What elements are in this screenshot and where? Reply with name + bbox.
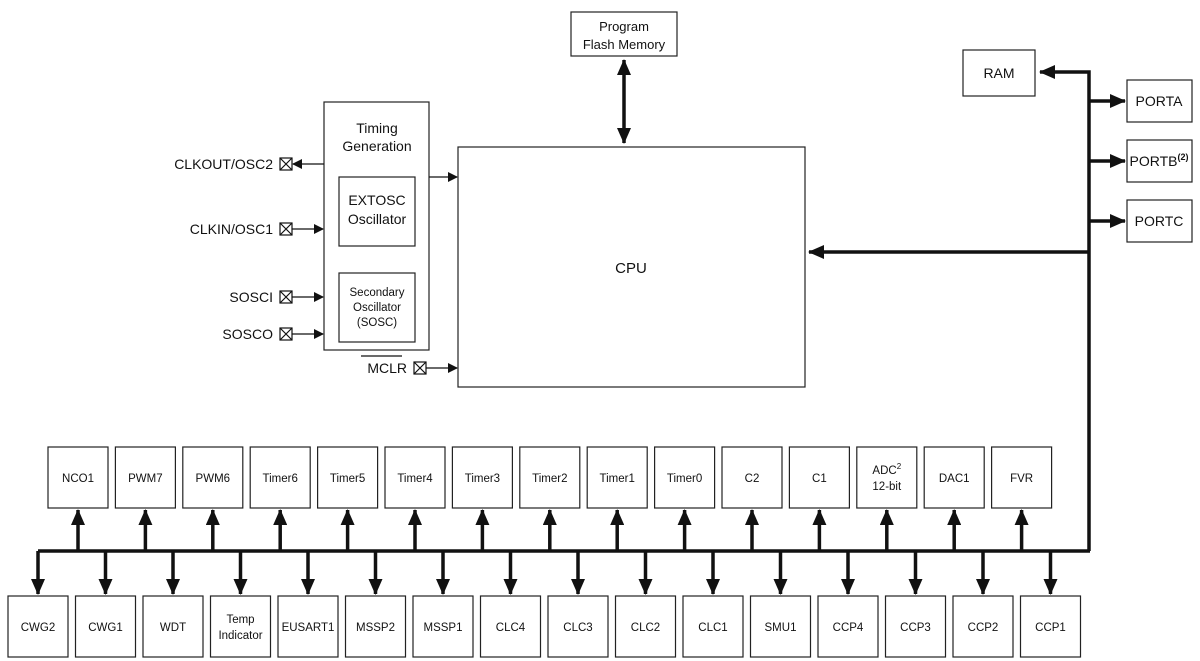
peripheral-mssp1: MSSP1 (412, 551, 474, 658)
flash-label-line1: Program (599, 19, 649, 34)
peripheral-cwg2: CWG2 (7, 551, 69, 658)
peripheral-ccp1: CCP1 (1019, 551, 1082, 658)
peripheral-mssp2: MSSP2 (344, 551, 407, 658)
cpu-label: CPU (615, 260, 647, 277)
peripheral-label: MSSP2 (356, 622, 395, 634)
peripheral-label: CWG2 (21, 622, 56, 634)
pin-label: SOSCI (229, 289, 273, 305)
peripheral-label: Timer2 (532, 473, 567, 485)
sosc-label-line1: Secondary (350, 287, 405, 299)
peripheral-label: Timer1 (600, 473, 635, 485)
flash-label-line2: Flash Memory (583, 37, 666, 52)
peripheral-ccp2: CCP2 (952, 551, 1014, 658)
peripheral-timer2: Timer2 (519, 446, 581, 551)
peripheral-eusart1: EUSART1 (277, 551, 339, 658)
pin-sosco: SOSCO (222, 326, 324, 342)
peripheral-label: PWM7 (128, 473, 163, 485)
peripheral-label: CCP4 (833, 622, 864, 634)
port-block-portb: PORTB(2) (1126, 139, 1193, 183)
extosc-block: EXTOSC Oscillator (338, 176, 416, 247)
peripheral-cwg1: CWG1 (74, 551, 137, 658)
pin-sosci: SOSCI (229, 289, 324, 305)
peripheral-timer0: Timer0 (653, 446, 716, 551)
peripheral-clc2: CLC2 (614, 551, 677, 658)
peripheral-pwm7: PWM7 (114, 446, 177, 551)
peripheral-label: C2 (745, 473, 760, 485)
peripheral-timer3: Timer3 (451, 446, 513, 551)
peripheral-clc1: CLC1 (682, 551, 744, 658)
peripheral-label: Timer6 (263, 473, 298, 485)
peripheral-wdt: WDT (142, 551, 204, 658)
peripheral-label: MSSP1 (424, 622, 463, 634)
ram-label: RAM (983, 65, 1014, 81)
peripheral-adc12-bit: ADC2 12-bit (856, 446, 918, 551)
program-flash-memory-block: Program Flash Memory (570, 11, 678, 57)
peripheral-label: DAC1 (939, 473, 970, 485)
cpu-block: CPU (457, 146, 806, 388)
peripheral-label: CLC2 (631, 622, 660, 634)
sosc-label-line2: Oscillator (353, 302, 401, 314)
peripheral-label: CLC1 (698, 622, 727, 634)
peripheral-ccp4: CCP4 (817, 551, 879, 658)
pin-mclr: MCLR (361, 355, 458, 376)
peripheral-timer5: Timer5 (317, 446, 379, 551)
peripheral-label: CWG1 (88, 622, 123, 634)
peripheral-label: FVR (1010, 473, 1033, 485)
peripheral-clc3: CLC3 (547, 551, 609, 658)
peripheral-smu1: SMU1 (749, 551, 812, 658)
pin-label: SOSCO (222, 326, 273, 342)
pin-label: CLKIN/OSC1 (190, 221, 273, 237)
peripheral-pwm6: PWM6 (182, 446, 244, 551)
peripheral-label: SMU1 (765, 622, 797, 634)
port-label: PORTC (1135, 213, 1184, 229)
peripheral-label: NCO1 (62, 473, 94, 485)
peripheral-label-line2: Indicator (218, 630, 262, 642)
peripheral-label: C1 (812, 473, 827, 485)
peripheral-label: CCP1 (1035, 622, 1066, 634)
pin-label: MCLR (367, 360, 407, 376)
peripheral-label: Timer3 (465, 473, 500, 485)
peripheral-dac1: DAC1 (923, 446, 985, 551)
sosc-label-line3: (SOSC) (357, 317, 397, 329)
ram-bus-arrow (1039, 65, 1091, 551)
timing-generation-block: Timing Generation EXTOSC Oscillator Seco… (323, 101, 430, 351)
peripheral-c2: C2 (721, 446, 783, 551)
extosc-label-line1: EXTOSC (348, 192, 405, 208)
peripheral-fvr: FVR (990, 446, 1053, 551)
peripheral-clc4: CLC4 (479, 551, 542, 658)
peripheral-label: CLC3 (563, 622, 592, 634)
timing-label-line1: Timing (356, 120, 398, 136)
peripheral-label: CLC4 (496, 622, 526, 634)
peripheral-label: EUSART1 (282, 622, 335, 634)
sosc-block: Secondary Oscillator (SOSC) (338, 272, 416, 343)
peripheral-label: CCP3 (900, 622, 931, 634)
peripheral-timer6: Timer6 (249, 446, 311, 551)
port-block-portc: PORTC (1126, 199, 1193, 243)
port-label: PORTA (1136, 93, 1184, 109)
timing-label-line2: Generation (342, 138, 411, 154)
peripheral-label: WDT (160, 622, 186, 634)
peripheral-label-line2: 12-bit (872, 481, 902, 493)
extosc-label-line2: Oscillator (348, 211, 407, 227)
pin-clkout: CLKOUT/OSC2 (174, 156, 324, 172)
port-label: PORTB(2) (1130, 152, 1189, 169)
peripheral-label: Timer4 (397, 473, 433, 485)
peripheral-ccp3: CCP3 (884, 551, 947, 658)
ram-block: RAM (962, 49, 1036, 97)
peripheral-label: CCP2 (968, 622, 999, 634)
peripheral-timer1: Timer1 (586, 446, 648, 551)
peripheral-nco1: NCO1 (47, 446, 109, 551)
peripheral-label: Timer0 (667, 473, 702, 485)
pin-label: CLKOUT/OSC2 (174, 156, 273, 172)
peripheral-label-line1: ADC2 (872, 462, 901, 477)
peripheral-c1: C1 (788, 446, 851, 551)
port-block-porta: PORTA (1126, 79, 1193, 123)
pin-clkin: CLKIN/OSC1 (190, 221, 324, 237)
peripheral-label: PWM6 (196, 473, 231, 485)
peripheral-label: Timer5 (330, 473, 365, 485)
peripheral-timer4: Timer4 (384, 446, 446, 551)
peripheral-label-line1: Temp (226, 614, 254, 626)
